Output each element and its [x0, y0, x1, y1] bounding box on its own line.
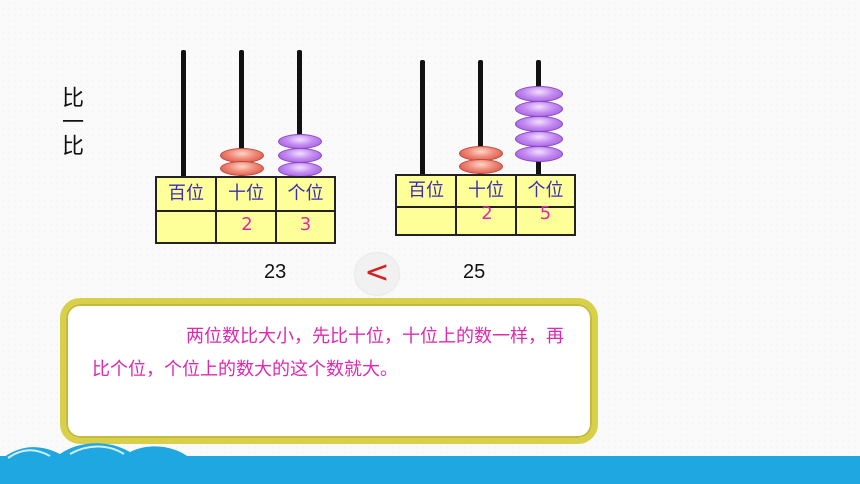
ones-digit: 3: [299, 214, 312, 235]
hundreds-rod: [181, 50, 186, 178]
tens-rod: [478, 60, 483, 178]
ones-label: 个位: [527, 180, 564, 201]
hundreds-value-cell: [397, 208, 457, 234]
tens-bead: [459, 159, 503, 174]
ones-bead: [515, 131, 563, 147]
tens-bead: [220, 161, 264, 176]
hundreds-label: 百位: [397, 176, 457, 206]
tens-digit: 2: [241, 214, 253, 235]
tens-label: 十位: [457, 176, 517, 206]
ones-digit: 5: [539, 203, 552, 224]
left-number: 23: [264, 261, 287, 283]
tens-value-cell: [217, 212, 277, 242]
less-than-sign: <: [364, 255, 390, 290]
hundreds-label: 百位: [157, 178, 217, 210]
ones-bead: [515, 116, 563, 132]
ones-label: 个位: [287, 183, 324, 204]
tens-value-cell: [457, 208, 517, 234]
footer-wave: [0, 443, 860, 484]
ones-bead: [278, 134, 322, 149]
tens-digit: 2: [481, 203, 493, 224]
right-number: 25: [463, 261, 486, 283]
side-title: 比一比: [58, 86, 83, 158]
rule-note-text: 两位数比大小，先比十位，十位上的数一样，再比个位，个位上的数大的这个数就大。: [92, 326, 564, 380]
board-divider: [157, 210, 334, 212]
board-divider: [397, 206, 574, 208]
tens-rod: [239, 50, 244, 178]
ones-bead: [278, 148, 322, 163]
tens-label: 十位: [217, 178, 277, 210]
right-place-value-board: 百位 十位 个位 2 5: [395, 174, 576, 236]
ones-bead: [515, 146, 563, 162]
hundreds-value-cell: [157, 212, 217, 242]
left-place-value-board: 百位 十位 个位 2 3: [155, 176, 336, 244]
ones-rod: [297, 50, 302, 178]
ones-bead: [278, 162, 322, 177]
rule-note-box: 两位数比大小，先比十位，十位上的数一样，再比个位，个位上的数大的这个数就大。: [60, 298, 598, 444]
comparison-badge: <: [355, 253, 399, 295]
ones-bead: [515, 101, 563, 117]
ones-bead: [515, 86, 563, 102]
hundreds-rod: [420, 60, 425, 178]
